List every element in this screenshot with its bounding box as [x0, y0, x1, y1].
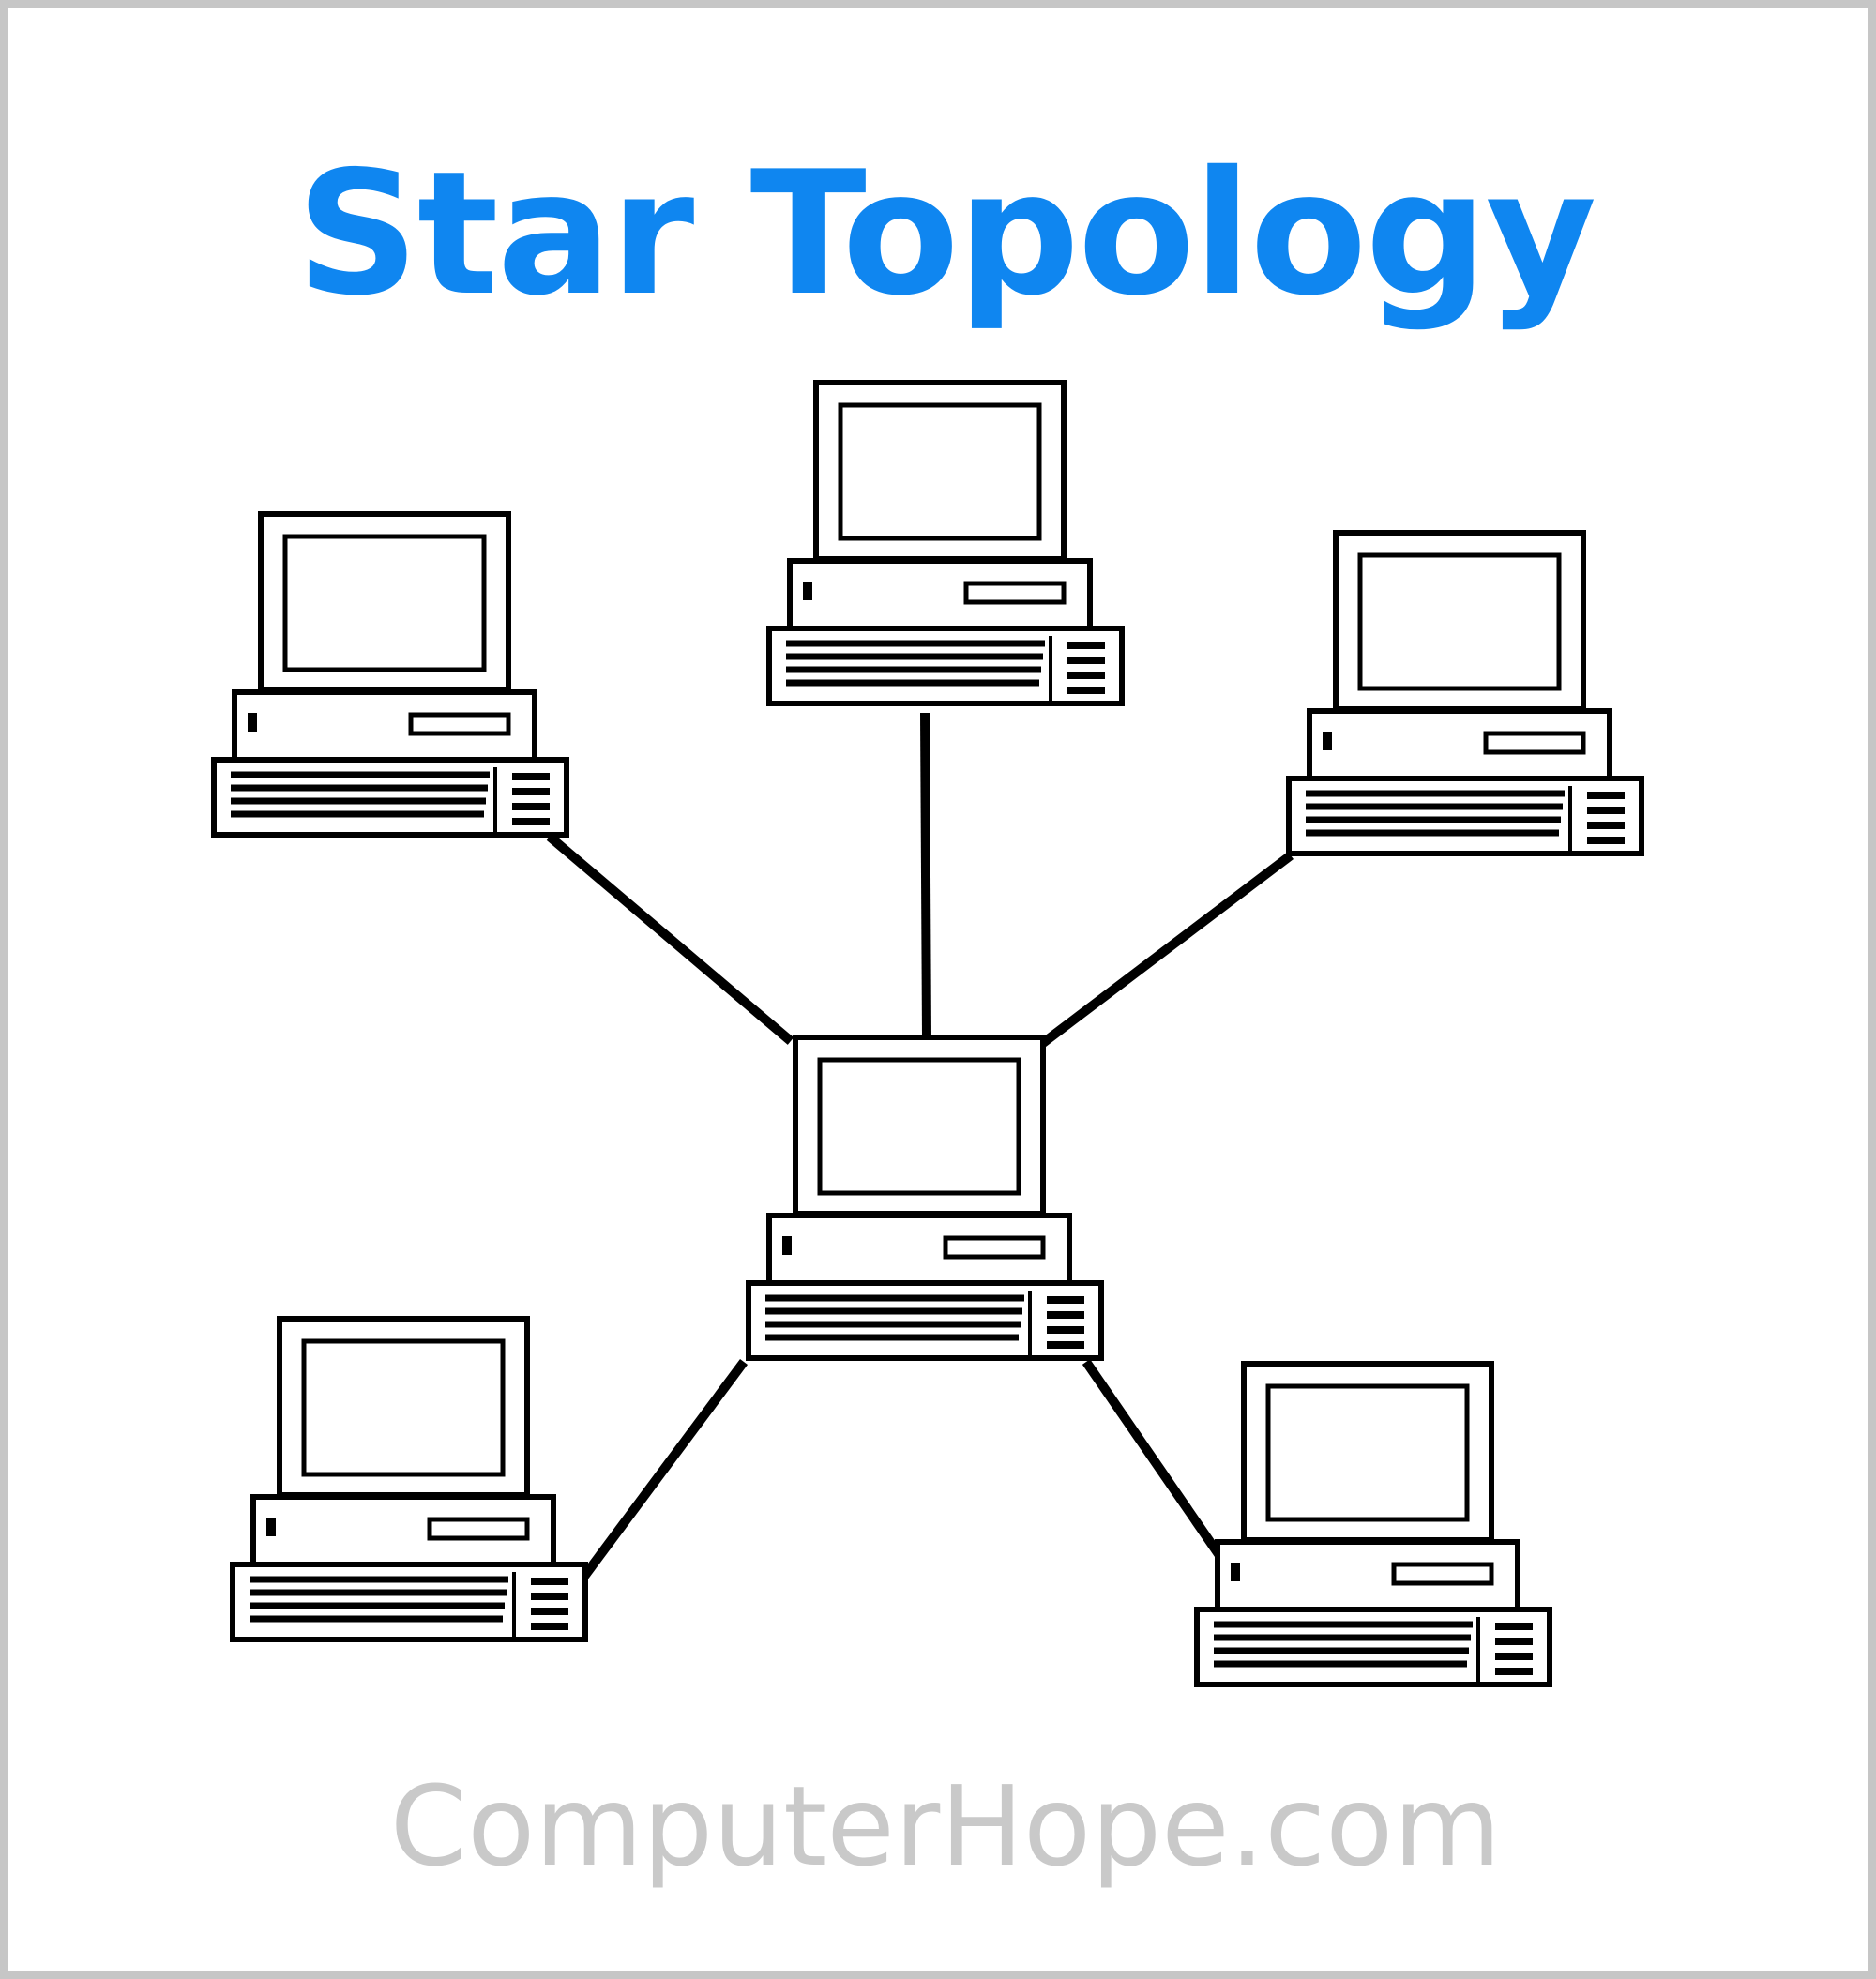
- hub-computer: [749, 1037, 1101, 1358]
- link-hub-to-top-left: [546, 833, 794, 1045]
- node-computer-top-right: [1289, 533, 1642, 854]
- node-computer-bottom-right: [1197, 1364, 1550, 1684]
- node-computer-top: [769, 383, 1122, 703]
- link-hub-to-top: [920, 712, 931, 1038]
- link-hub-to-bottom-right: [1082, 1359, 1232, 1569]
- star-topology-diagram: [8, 8, 1868, 1971]
- diagram-title: Star Topology: [295, 134, 1597, 333]
- link-hub-to-top-right: [1039, 852, 1294, 1047]
- watermark-text: ComputerHope.com: [389, 1761, 1502, 1891]
- node-computer-bottom-left: [233, 1319, 585, 1639]
- node-computer-top-left: [214, 514, 567, 835]
- link-hub-to-bottom-left: [570, 1359, 749, 1592]
